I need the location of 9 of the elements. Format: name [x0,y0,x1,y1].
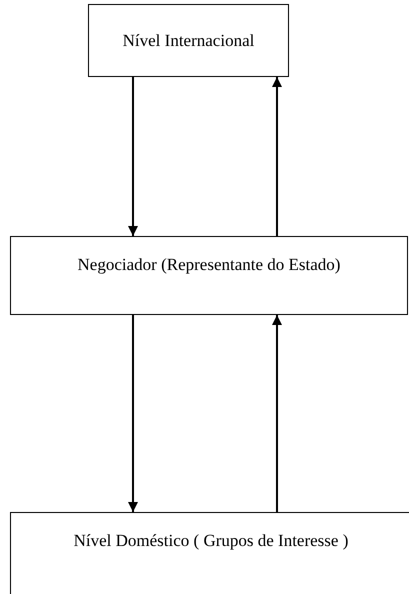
box-label: Nível Doméstico ( Grupos de Interesse ) [72,530,350,552]
box-label: Nível Internacional [122,30,256,52]
process-box [10,236,408,315]
arrow [272,77,282,236]
arrow [128,315,138,512]
arrow [128,77,138,236]
process-box [88,4,289,77]
box-label: Negociador (Representante do Estado) [76,254,342,276]
arrow [272,315,282,512]
